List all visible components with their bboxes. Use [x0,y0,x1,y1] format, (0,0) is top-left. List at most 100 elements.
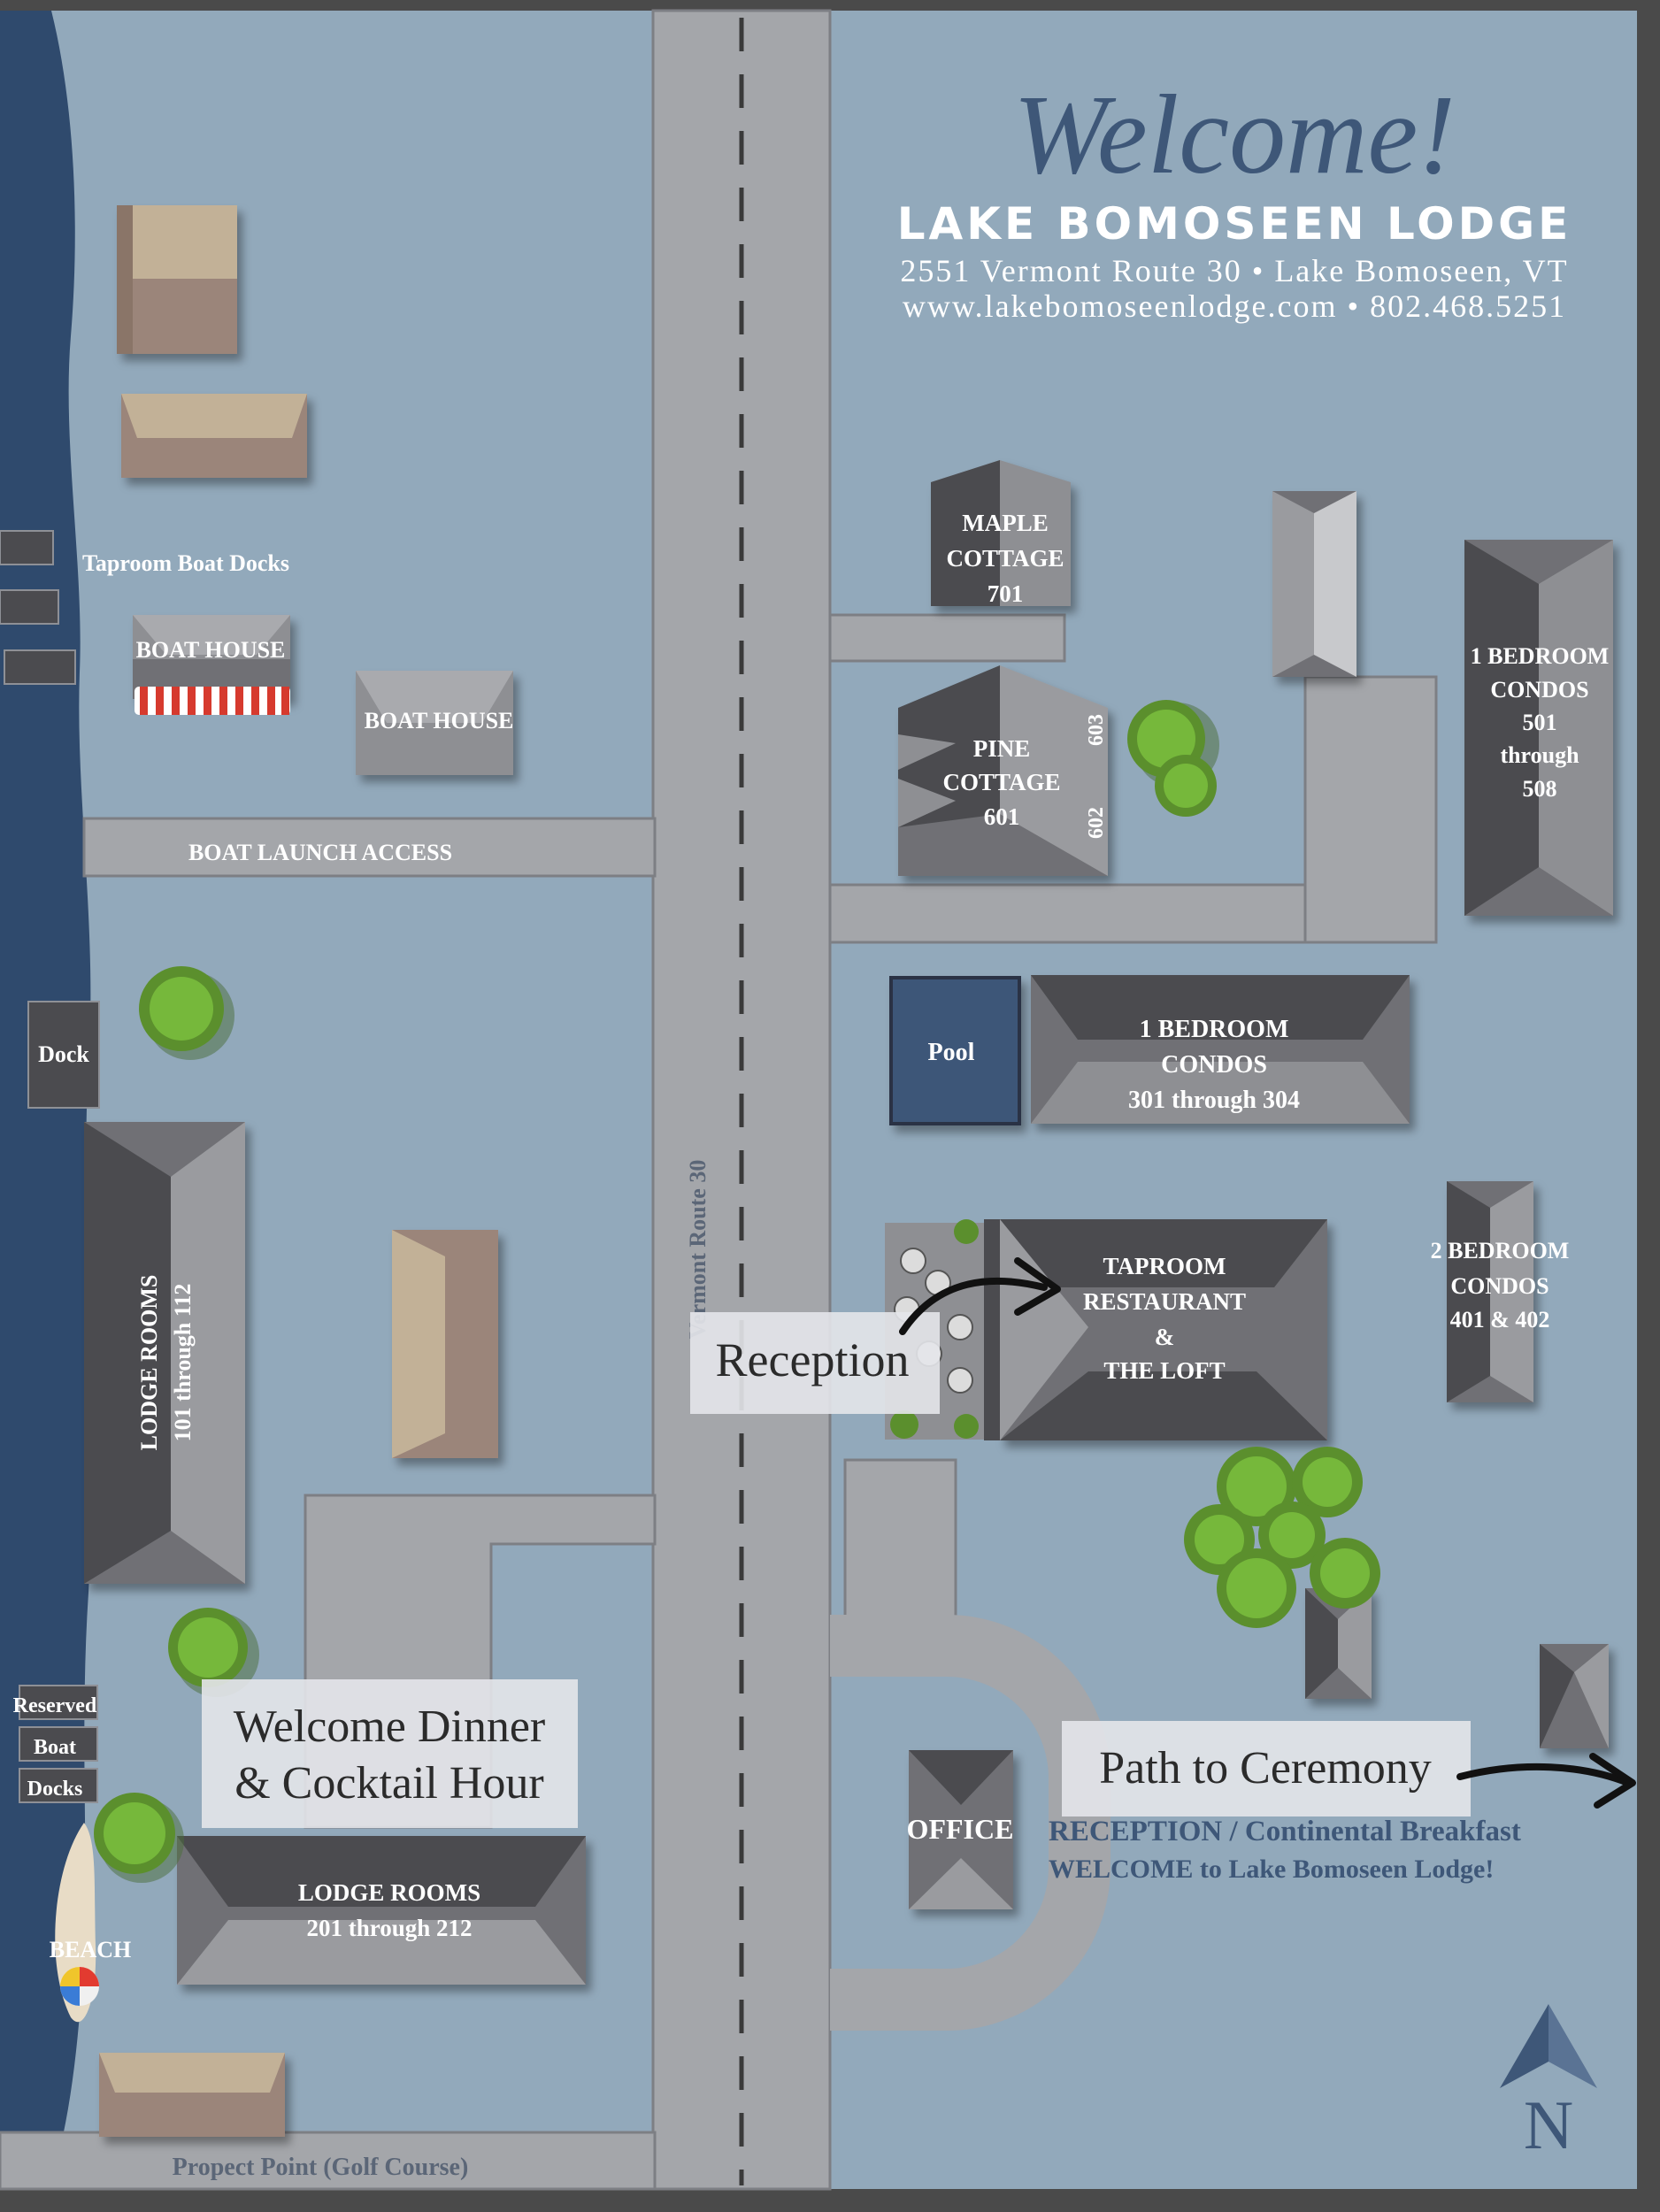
welcome-script: Welcome! [1013,72,1456,197]
pine-cottage-label-2: COTTAGE [942,769,1060,795]
office-building [909,1750,1013,1909]
condos-301-label-1: 1 BEDROOM [1140,1016,1289,1043]
taproom-label-4: THE LOFT [1103,1357,1225,1384]
taproom-label-3: & [1155,1324,1175,1350]
boat-house-label-2: BOAT HOUSE [365,708,514,733]
north-arrow-icon: N [1500,2004,1597,2163]
building-west-top [117,205,237,354]
beach-label: BEACH [50,1937,131,1962]
reserved-dock-1 [19,1685,98,1720]
maple-drive [828,613,1066,663]
condo-drive-spur [1303,675,1438,944]
condos-501-label-4: through [1500,742,1579,768]
lodge-rooms-201-range: 201 through 212 [306,1915,472,1941]
office-spur [843,1458,957,1621]
maple-cottage-building [931,460,1071,606]
dock [27,1001,100,1109]
path-to-ceremony-text: Path to Ceremony [1099,1743,1432,1793]
lodge-rooms-101-range: 101 through 112 [170,1284,196,1442]
trees [94,700,1380,1883]
lodge-rooms-101-label: LODGE ROOMS [136,1275,162,1451]
north-label: N [1524,2086,1573,2163]
condos-401-label-2: CONDOS [1450,1273,1549,1299]
boat-house-2 [356,671,513,775]
condos-501-label-3: 501 [1523,710,1557,735]
docks [0,530,100,1803]
building-west-middle [392,1230,498,1458]
building-west-second [121,394,307,478]
roads [0,9,1438,2191]
taproom-boat-docks-label: Taproom Boat Docks [82,550,289,576]
reception-callout: Reception [690,1257,1061,1414]
unit-602-label: 602 [1085,807,1108,839]
shrub-icon [890,1219,979,1439]
ceremony-arrow-icon [1456,1763,1632,1786]
tree-icon [139,966,234,1060]
lodge-rooms-201-label: LODGE ROOMS [298,1879,480,1906]
pine-cottage-building [898,665,1108,876]
condos-501-508-building [1464,540,1613,916]
condos-301-304-building [1031,975,1410,1124]
reception-callout-text: Reception [716,1333,910,1386]
tree-icon [1127,700,1219,817]
condos-301-label-3: 301 through 304 [1128,1087,1300,1114]
reserved-dock-2 [19,1726,98,1762]
reserved-boat-docks-label-3: Docks [27,1778,83,1801]
condos-401-label-1: 2 BEDROOM [1431,1238,1570,1263]
lodge-rooms-201-building [177,1836,586,1985]
reception-arrow-icon [899,1277,1048,1335]
beach-ball-icon [60,1967,99,2006]
welcome-dinner-text-1: Welcome Dinner [234,1701,545,1752]
reserved-boat-docks-label-2: Boat [34,1736,76,1759]
path-to-ceremony-callout: Path to Ceremony [1062,1721,1636,1816]
reserved-dock-3 [19,1768,98,1803]
office-loop [830,1615,1111,2031]
building-east-tall [1272,491,1356,677]
boat-launch-road [82,817,657,878]
taproom-dock-3 [4,649,76,685]
taproom-dock-2 [0,589,59,625]
pine-cottage-label-1: PINE [973,735,1031,762]
welcome-lodge-label: WELCOME to Lake Bomoseen Lodge! [1049,1855,1494,1884]
prospect-point-label: Propect Point (Golf Course) [173,2154,469,2181]
condos-301-label-2: CONDOS [1161,1051,1267,1079]
building-east-corner [1540,1644,1609,1748]
lodge-rooms-101-building [84,1122,245,1584]
welcome-dinner-callout: Welcome Dinner & Cocktail Hour [202,1679,578,1828]
maple-cottage-label-1: MAPLE [962,510,1049,536]
reception-breakfast-label: RECEPTION / Continental Breakfast [1049,1816,1521,1847]
tree-cluster-icon [1184,1447,1380,1628]
taproom-label-2: RESTAURANT [1083,1288,1246,1315]
condos-501-label-5: 508 [1523,776,1557,802]
condos-401-label-3: 401 & 402 [1450,1307,1550,1333]
tree-icon [94,1793,184,1883]
office-label: OFFICE [907,1813,1014,1845]
lodge-name: LAKE BOMOSEEN LODGE [897,198,1572,250]
pool-label: Pool [928,1039,975,1066]
bottom-road [0,2131,657,2191]
taproom-label-1: TAPROOM [1103,1253,1226,1279]
pool [889,976,1021,1125]
vermont-route-30-label: Vermont Route 30 [685,1160,711,1340]
unit-603-label: 603 [1085,714,1108,746]
boat-launch-access-label: BOAT LAUNCH ACCESS [188,840,452,865]
building-west-bottom [99,2053,285,2137]
pine-cottage-label-3: 601 [984,803,1020,830]
taproom-dock-1 [0,530,54,565]
boat-house-awning [134,687,290,715]
tree-icon [168,1608,259,1697]
condos-501-label-1: 1 BEDROOM [1471,643,1610,669]
welcome-dinner-text-2: & Cocktail Hour [234,1758,544,1809]
condos-401-402-building [1447,1181,1533,1402]
taproom-restaurant-building [1000,1219,1327,1440]
boat-house-label-1: BOAT HOUSE [136,637,286,663]
lodge-web-phone: www.lakebomoseenlodge.com • 802.468.5251 [903,288,1566,324]
maple-cottage-label-3: 701 [988,580,1024,607]
boat-house-1 [133,615,290,699]
maple-cottage-label-2: COTTAGE [946,545,1064,572]
condos-501-label-2: CONDOS [1490,677,1588,703]
lodge-address: 2551 Vermont Route 30 • Lake Bomoseen, V… [900,253,1568,288]
dock-label: Dock [38,1041,89,1067]
reserved-boat-docks-label-1: Reserved [13,1694,97,1717]
